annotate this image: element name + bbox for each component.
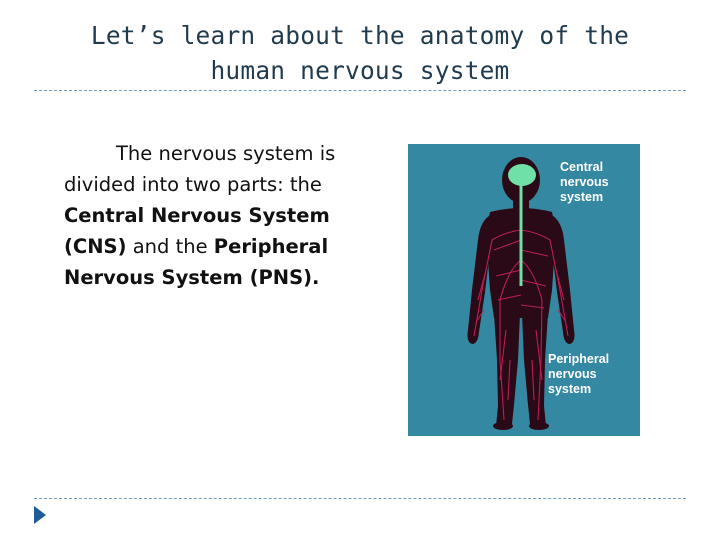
- body-text-part-1: The nervous system is divided into two p…: [64, 142, 336, 196]
- brain-shape: [508, 164, 536, 186]
- cns-label-line-1: Central: [560, 160, 604, 174]
- cns-term: Central Nervous System (CNS): [64, 204, 330, 258]
- central-nervous-system: [508, 164, 536, 286]
- pns-term: Peripheral Nervous System (PNS).: [64, 235, 329, 289]
- pns-label-line-3: system: [548, 382, 592, 396]
- body-text-part-2: and the: [126, 235, 214, 258]
- cns-label-line-3: system: [560, 190, 604, 204]
- pns-label-line-1: Peripheral: [548, 352, 610, 366]
- slide-title-line-1: Let’s learn about the anatomy of the: [90, 21, 630, 50]
- slide-title: Let’s learn about the anatomy of the hum…: [40, 18, 680, 88]
- footer-divider: [34, 498, 686, 499]
- title-divider: [34, 90, 686, 91]
- cns-label: Central nervous system: [560, 160, 609, 205]
- cns-label-line-2: nervous: [560, 175, 609, 189]
- pns-label: Peripheral nervous system: [548, 352, 609, 397]
- slide-title-line-2: human nervous system: [210, 56, 510, 85]
- slide-bullet-arrow-icon: [34, 506, 46, 524]
- peripheral-nerves: [473, 229, 569, 421]
- body-paragraph: The nervous system is divided into two p…: [64, 138, 344, 293]
- pns-label-line-2: nervous: [548, 367, 597, 381]
